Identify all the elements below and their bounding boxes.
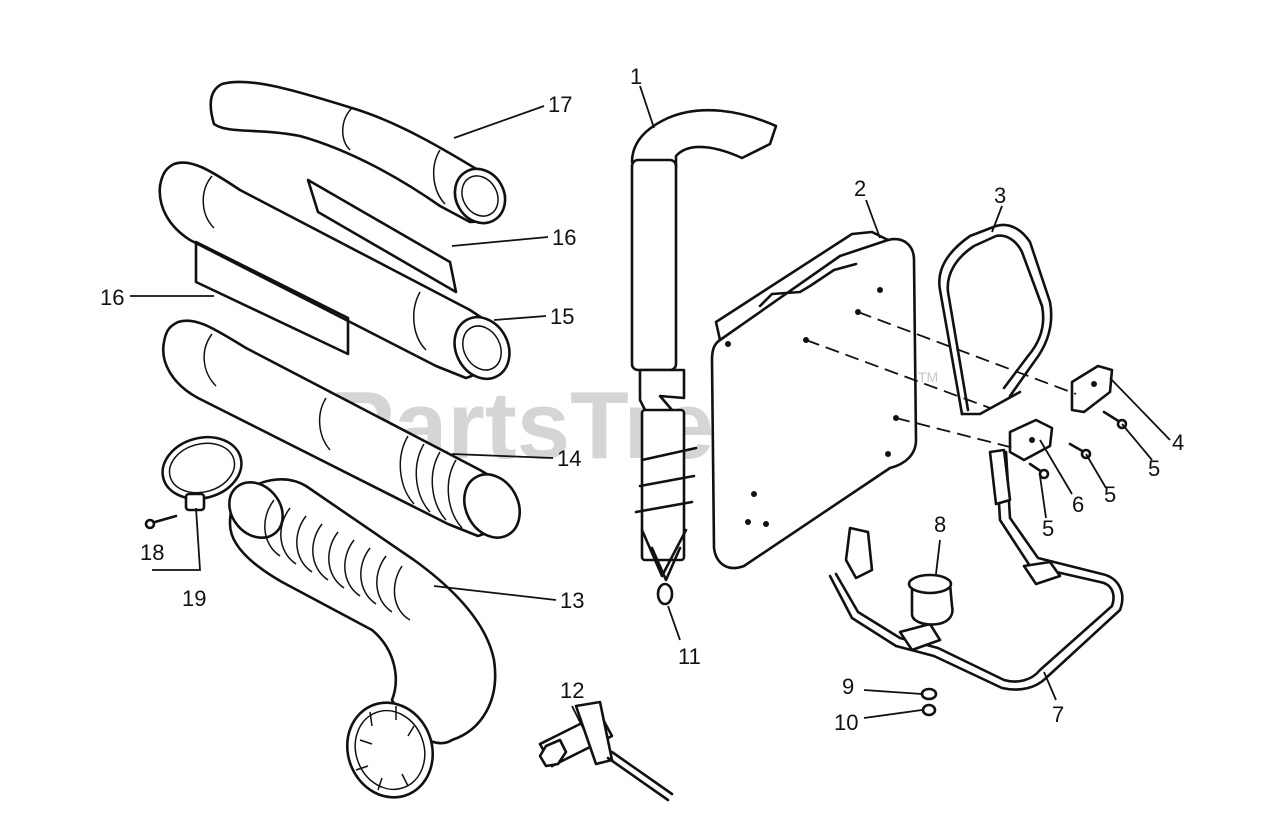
part-6-bracket[interactable] (1008, 418, 1054, 462)
callout-1: 1 (630, 64, 642, 89)
callout-6: 6 (1072, 492, 1084, 517)
callout-12: 12 (560, 678, 584, 703)
leader-lines (130, 85, 1171, 731)
part-9-washer[interactable] (920, 687, 938, 701)
callout-3: 3 (994, 183, 1006, 208)
callout-16-lower: 16 (100, 285, 124, 310)
callout-11: 11 (678, 644, 701, 669)
part-14-lower-tube[interactable] (161, 319, 530, 548)
part-17-upper-tube[interactable] (209, 80, 515, 232)
part-3-frame-loop[interactable] (938, 223, 1053, 416)
callout-5-middle: 5 (1104, 482, 1116, 507)
callout-16-upper: 16 (552, 225, 576, 250)
part-16-decal-upper[interactable] (306, 178, 458, 294)
part-5-screw-lower[interactable] (1028, 462, 1050, 480)
callout-5-lower: 5 (1042, 516, 1054, 541)
part-11-ring[interactable] (656, 582, 674, 606)
part-12-plug-wrench[interactable] (538, 700, 674, 802)
part-2-back-plate[interactable] (710, 230, 918, 570)
callout-7: 7 (1052, 702, 1064, 727)
watermark-trademark: TM (918, 369, 938, 385)
callout-17: 17 (548, 92, 572, 117)
part-18-screw[interactable] (144, 514, 178, 530)
callout-8: 8 (934, 512, 946, 537)
part-16-decal-lower[interactable] (194, 240, 350, 356)
part-10-nut[interactable] (921, 703, 937, 717)
part-1-shoulder-strap[interactable] (630, 108, 778, 582)
callout-19: 19 (182, 586, 206, 611)
part-19-hose-clamp[interactable] (156, 429, 249, 512)
callout-4: 4 (1172, 430, 1184, 455)
callout-15: 15 (550, 304, 574, 329)
callout-10: 10 (834, 710, 858, 735)
part-15-middle-tube[interactable] (158, 161, 520, 388)
callout-13: 13 (560, 588, 584, 613)
callout-9: 9 (842, 674, 854, 699)
part-8-cap[interactable] (907, 573, 954, 626)
callout-14: 14 (557, 446, 581, 471)
callout-5-upper: 5 (1148, 456, 1160, 481)
callout-2: 2 (854, 176, 866, 201)
part-4-bracket[interactable] (1070, 364, 1114, 414)
part-7-tube-frame[interactable] (828, 448, 1124, 691)
callout-18: 18 (140, 540, 164, 565)
part-13-flexible-hose[interactable] (218, 472, 497, 810)
assembly-lines (805, 311, 1077, 449)
